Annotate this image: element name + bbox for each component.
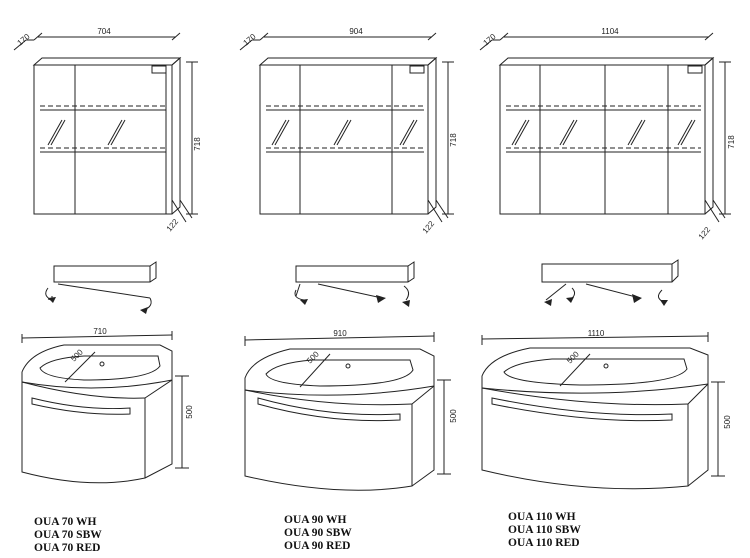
basin-110-bowl: 500 — [565, 349, 581, 365]
mirror-cabinet-90 — [239, 32, 454, 223]
basin-110-width: 1110 — [588, 329, 605, 338]
cabinet-70-depth: 170 — [16, 32, 32, 48]
basin-unit-70 — [21, 331, 189, 484]
cabinet-110-height: 718 — [727, 135, 736, 149]
model-label: OUA 90 SBW — [284, 527, 352, 539]
model-label: OUA 110 RED — [508, 537, 580, 549]
model-label: OUA 90 RED — [284, 540, 351, 552]
model-label: OUA 110 SBW — [508, 524, 581, 536]
cabinet-90-base: 122 — [421, 219, 437, 235]
mirror-cabinet-110 — [479, 32, 731, 223]
cabinet-70-width: 704 — [97, 27, 111, 36]
model-label: OUA 70 SBW — [34, 529, 102, 541]
model-list-70: OUA 70 WH OUA 70 SBW OUA 70 RED — [34, 516, 102, 555]
cabinet-90-height: 718 — [449, 133, 458, 147]
door-swing-90 — [294, 261, 415, 301]
basin-unit-90 — [244, 332, 451, 491]
mirror-cabinet-70 — [13, 32, 198, 223]
door-swing-70 — [45, 261, 157, 311]
cabinet-90-depth: 170 — [242, 32, 258, 48]
cabinet-70-height: 718 — [193, 137, 202, 151]
basin-70-bowl: 500 — [69, 347, 85, 363]
cabinet-110-base: 122 — [697, 225, 713, 241]
model-label: OUA 90 WH — [284, 514, 347, 526]
door-swing-110 — [541, 259, 679, 303]
cabinet-90-width: 904 — [349, 27, 363, 36]
model-label: OUA 70 WH — [34, 516, 97, 528]
cabinet-110-width: 1104 — [601, 27, 619, 36]
model-list-110: OUA 110 WH OUA 110 SBW OUA 110 RED — [508, 511, 581, 550]
basin-90-height: 500 — [449, 409, 458, 423]
basin-unit-110 — [481, 332, 725, 490]
model-label: OUA 70 RED — [34, 542, 101, 554]
basin-70-height: 500 — [185, 405, 194, 419]
basin-90-width: 910 — [333, 329, 347, 338]
basin-110-height: 500 — [723, 415, 732, 429]
model-label: OUA 110 WH — [508, 511, 576, 523]
cabinet-70-base: 122 — [165, 217, 181, 233]
basin-70-width: 710 — [93, 327, 107, 336]
cabinet-110-depth: 170 — [482, 32, 498, 48]
model-list-90: OUA 90 WH OUA 90 SBW OUA 90 RED — [284, 514, 352, 553]
basin-90-bowl: 500 — [305, 349, 321, 365]
